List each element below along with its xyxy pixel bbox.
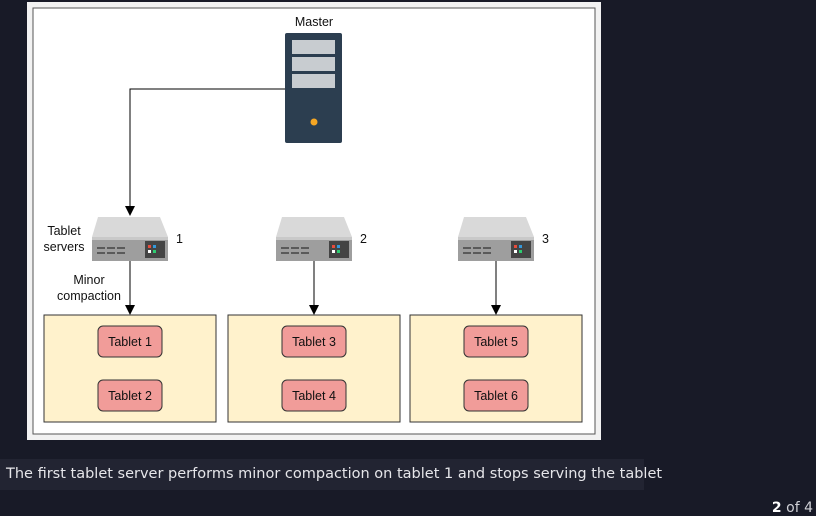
- tablet-group-1: Tablet 1 Tablet 2: [43, 314, 217, 423]
- tablet-5-box: [463, 325, 529, 358]
- slide-image: Master Tablet servers 1 2 3 Minor compac…: [27, 2, 601, 440]
- pager-current: 2: [771, 500, 782, 516]
- pager-separator: of: [786, 500, 800, 516]
- server-2-number: 2: [360, 232, 367, 246]
- minor-compaction-label-line1: Minor: [73, 273, 104, 287]
- tablet-3-label: Tablet 3: [292, 335, 336, 349]
- tablet-group-2: Tablet 3 Tablet 4: [227, 314, 401, 423]
- tablet-2-box: [97, 379, 163, 412]
- slide-pager: 2 of 4: [772, 500, 813, 516]
- minor-compaction-label-line2: compaction: [57, 289, 121, 303]
- tablet-3-box: [281, 325, 347, 358]
- master-server-icon: [285, 33, 342, 143]
- tablet-server-1-icon: [92, 217, 168, 261]
- tablet-group-3: Tablet 5 Tablet 6: [409, 314, 583, 423]
- tablet-6-label: Tablet 6: [474, 389, 518, 403]
- slide-caption: The first tablet server performs minor c…: [0, 459, 662, 490]
- pager-total: 4: [804, 500, 813, 516]
- tablet-4-label: Tablet 4: [292, 389, 336, 403]
- master-connector-arrow: [125, 88, 285, 216]
- tablet-servers-label-line1: Tablet: [47, 224, 81, 238]
- tablet-server-2-icon: [276, 217, 352, 261]
- architecture-diagram: Master Tablet servers 1 2 3 Minor compac…: [32, 7, 596, 435]
- tablet-5-label: Tablet 5: [474, 335, 518, 349]
- tablet-6-box: [463, 379, 529, 412]
- master-label: Master: [295, 15, 333, 29]
- server-1-number: 1: [176, 232, 183, 246]
- tablet-2-label: Tablet 2: [108, 389, 152, 403]
- tablet-server-3-icon: [458, 217, 534, 261]
- tablet-1-box: [97, 325, 163, 358]
- tablet-servers-label-line2: servers: [44, 240, 85, 254]
- tablet-4-box: [281, 379, 347, 412]
- tablet-1-label: Tablet 1: [108, 335, 152, 349]
- server-3-number: 3: [542, 232, 549, 246]
